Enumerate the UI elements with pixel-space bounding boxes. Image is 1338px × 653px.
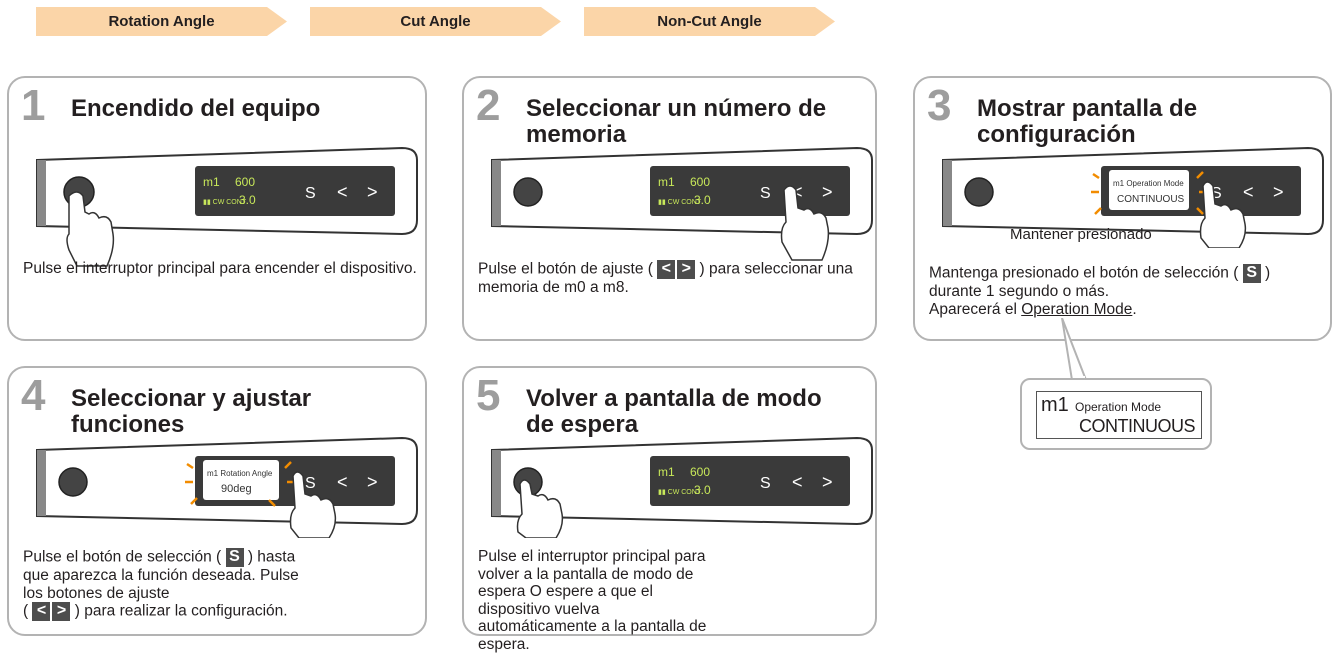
- handpiece-device: m1 600 ▮▮ CW CONT 3.0 S < >: [491, 146, 873, 261]
- svg-text:3.0: 3.0: [694, 483, 711, 497]
- finger-pointer-icon: [516, 479, 564, 538]
- tab-non-cut-angle[interactable]: Non-Cut Angle: [584, 7, 835, 36]
- svg-text:S: S: [305, 475, 316, 492]
- svg-text:m1: m1: [658, 465, 675, 479]
- svg-text:<: <: [792, 472, 803, 492]
- svg-text:<: <: [337, 472, 348, 492]
- svg-text:90deg: 90deg: [221, 483, 252, 495]
- step-description: Pulse el interruptor principal para volv…: [478, 548, 707, 653]
- svg-text:<: <: [1243, 182, 1254, 202]
- svg-text:<: <: [792, 182, 803, 202]
- select-s-icon: S: [1242, 264, 1261, 283]
- step-title: Encendido del equipo: [71, 95, 321, 122]
- finger-pointer-icon: [289, 471, 337, 538]
- svg-text:S: S: [305, 185, 316, 202]
- step-3-card: 3 Mostrar pantalla de configuración m1 O…: [913, 76, 1332, 341]
- svg-text:600: 600: [690, 175, 710, 189]
- adjust-left-icon: <: [32, 602, 51, 621]
- callout-screen: m1 Operation Mode CONTINUOUS: [1036, 391, 1202, 439]
- handpiece-device: m1 600 ▮▮ CW CONT 3.0 S < >: [491, 436, 873, 538]
- svg-text:3.0: 3.0: [239, 193, 256, 207]
- select-s-icon: S: [225, 548, 244, 567]
- step-title: Mostrar pantalla de configuración: [977, 95, 1198, 148]
- svg-text:S: S: [760, 185, 771, 202]
- svg-text:m1: m1: [203, 175, 220, 189]
- step-title: Seleccionar y ajustar funciones: [71, 385, 312, 438]
- main-switch-button[interactable]: [58, 467, 88, 497]
- flash-icon: [185, 461, 295, 507]
- step-5-card: 5 Volver a pantalla de modo de espera m1…: [462, 366, 877, 653]
- svg-text:3.0: 3.0: [694, 193, 711, 207]
- step-title: Seleccionar un número de memoria: [526, 95, 827, 148]
- svg-text:S: S: [760, 475, 771, 492]
- svg-text:>: >: [1273, 182, 1284, 202]
- callout-memory: m1: [1041, 394, 1069, 416]
- svg-text:m1 Operation Mode: m1 Operation Mode: [1113, 179, 1184, 188]
- tab-cut-angle[interactable]: Cut Angle: [310, 7, 561, 36]
- svg-text:>: >: [822, 472, 833, 492]
- step-number: 2: [476, 81, 501, 130]
- step-number: 4: [21, 371, 46, 420]
- handpiece-device: m1 Operation Mode CONTINUOUS S < >: [942, 146, 1324, 248]
- svg-text:600: 600: [690, 465, 710, 479]
- step-1-card: 1 Encendido del equipo m1 600 ▮▮ CW CONT…: [7, 76, 427, 341]
- svg-text:>: >: [367, 472, 378, 492]
- handpiece-device: m1 600 ▮▮ CW CONT 3.0 S < >: [36, 146, 418, 267]
- adjust-right-icon: >: [52, 602, 71, 621]
- adjust-right-icon: >: [677, 260, 696, 279]
- step-number: 3: [927, 81, 952, 130]
- finger-pointer-icon: [1199, 181, 1247, 248]
- svg-text:<: <: [337, 182, 348, 202]
- step-4-card: 4 Seleccionar y ajustar funciones m1 Rot…: [7, 366, 427, 636]
- tab-rotation-angle[interactable]: Rotation Angle: [36, 7, 287, 36]
- step-title: Volver a pantalla de modo de espera: [526, 385, 822, 438]
- callout-label: Operation Mode: [1075, 400, 1162, 414]
- svg-text:▮▮ CW CONT: ▮▮ CW CONT: [658, 199, 702, 206]
- display-screen: [650, 166, 850, 216]
- hold-caption: Mantener presionado: [1010, 226, 1152, 243]
- main-switch-button[interactable]: [964, 177, 994, 207]
- step-description: Pulse el botón de ajuste ( <> ) para sel…: [478, 260, 853, 296]
- step-description: Pulse el interruptor principal para ence…: [23, 260, 417, 277]
- svg-text:>: >: [822, 182, 833, 202]
- step-number: 1: [21, 81, 46, 130]
- svg-text:▮▮ CW CONT: ▮▮ CW CONT: [203, 199, 247, 206]
- step-description: Mantenga presionado el botón de selecció…: [929, 264, 1271, 318]
- finger-pointer-icon: [66, 191, 115, 267]
- svg-text:>: >: [367, 182, 378, 202]
- operation-mode-link[interactable]: Operation Mode: [1021, 300, 1133, 318]
- finger-pointer-icon: [780, 185, 830, 261]
- adjust-left-icon: <: [657, 260, 676, 279]
- svg-text:m1: m1: [658, 175, 675, 189]
- svg-text:▮▮ CW CONT: ▮▮ CW CONT: [658, 489, 702, 496]
- display-screen: [195, 166, 395, 216]
- svg-text:S: S: [1211, 185, 1222, 202]
- step-description: Pulse el botón de selección ( S ) hasta …: [23, 548, 299, 621]
- svg-text:CONTINUOUS: CONTINUOUS: [1117, 194, 1185, 205]
- operation-mode-callout: m1 Operation Mode CONTINUOUS: [1020, 378, 1212, 450]
- handpiece-device: m1 Rotation Angle 90deg S < >: [36, 436, 418, 538]
- display-screen: [650, 456, 850, 506]
- main-switch-button[interactable]: [513, 177, 543, 207]
- svg-text:600: 600: [235, 175, 255, 189]
- step-number: 5: [476, 371, 501, 420]
- callout-value: CONTINUOUS: [1079, 416, 1196, 436]
- step-2-card: 2 Seleccionar un número de memoria m1 60…: [462, 76, 877, 341]
- svg-text:m1 Rotation Angle: m1 Rotation Angle: [207, 469, 273, 478]
